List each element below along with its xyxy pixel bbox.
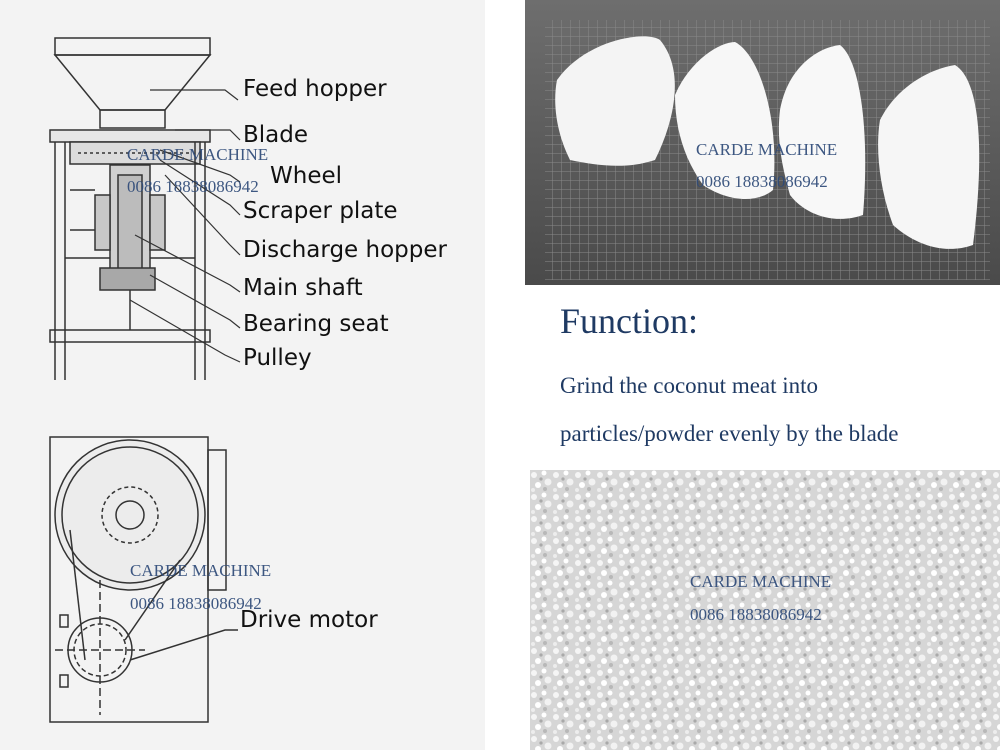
coconut-powder-image [530,470,1000,750]
feed-hopper-shape [53,37,212,129]
coconut-meat-image [525,0,1000,285]
coconut-powder-photo: CARDE MACHINE 0086 18838086942 [530,470,1000,750]
watermark-brand: CARDE MACHINE [696,140,838,159]
function-title: Function: [560,301,699,341]
label-discharge-hopper: Discharge hopper [243,237,447,263]
watermark-phone: 0086 18838086942 [690,605,822,624]
wheel-shape [70,164,166,286]
main-shaft-shape [99,267,156,330]
machine-diagram-panel: Feed hopper Blade Wheel Scraper plate Di… [0,0,485,750]
label-drive-motor: Drive motor [240,607,378,633]
coconut-meat-photo: CARDE MACHINE 0086 18838086942 [525,0,1000,285]
leader-lines [129,89,241,363]
watermark-phone: 0086 18838086942 [130,594,262,613]
label-main-shaft: Main shaft [243,275,363,301]
label-feed-hopper: Feed hopper [243,76,387,102]
watermark-phone: 0086 18838086942 [127,177,259,196]
watermark-brand: CARDE MACHINE [127,145,269,164]
label-scraper-plate: Scraper plate [243,198,398,224]
label-bearing-seat: Bearing seat [243,311,389,337]
bottom-view-shape [49,436,238,723]
watermark-phone: 0086 18838086942 [696,172,828,191]
label-pulley: Pulley [243,345,312,371]
label-wheel: Wheel [270,163,343,189]
function-description-line-1: Grind the coconut meat into [560,373,819,398]
function-description-line-2: particles/powder evenly by the blade [560,421,899,446]
watermark-brand: CARDE MACHINE [690,572,832,591]
label-blade: Blade [243,122,309,148]
watermark-brand: CARDE MACHINE [130,561,272,580]
machine-drawing [49,37,241,723]
blade-housing-shape [49,129,211,165]
